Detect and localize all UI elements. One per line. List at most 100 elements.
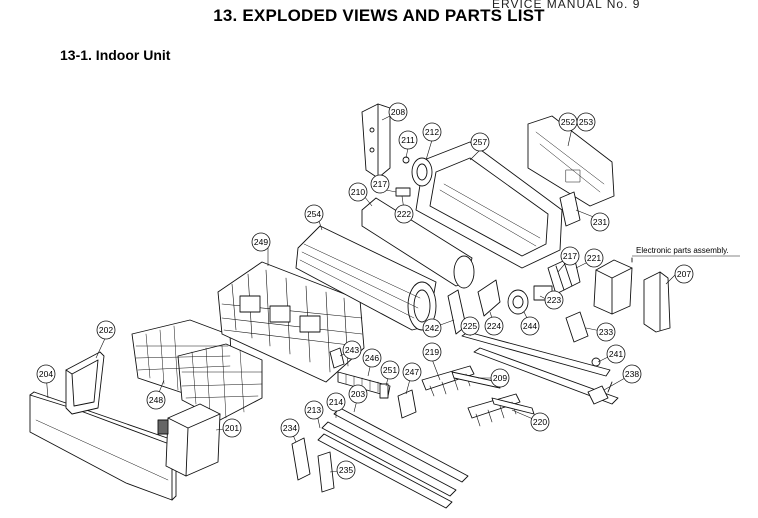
callout-248: 248 (146, 390, 166, 410)
callout-label: 203 (351, 389, 365, 399)
callout-circle (96, 320, 116, 340)
callout-circle (336, 460, 356, 480)
callout-circle (490, 368, 510, 388)
callout-204: 204 (36, 364, 56, 384)
callout-circle (590, 212, 610, 232)
part-link-bar-2 (491, 397, 535, 415)
callout-circle (484, 316, 504, 336)
callout-label: 251 (383, 365, 397, 375)
callout-label: 217 (373, 179, 387, 189)
callout-circle (560, 246, 580, 266)
callout-253: 253 (576, 112, 596, 132)
callout-circle (304, 204, 324, 224)
callout-circle (622, 364, 642, 384)
callout-label: 222 (397, 209, 411, 219)
callout-circle (304, 400, 324, 420)
callout-circle (388, 102, 408, 122)
callout-label: 254 (307, 209, 321, 219)
part-capacitor (565, 311, 589, 343)
part-fan-motor (507, 285, 553, 315)
callout-circle (520, 316, 540, 336)
callout-circle (398, 130, 418, 150)
part-louver-motor (397, 389, 417, 419)
callout-label: 225 (463, 321, 477, 331)
callout-251: 251 (380, 360, 400, 380)
callout-242: 242 (422, 318, 442, 338)
callout-224: 224 (484, 316, 504, 336)
callout-214: 214 (326, 392, 346, 412)
callout-circle (370, 174, 390, 194)
part-remote-holder (291, 437, 311, 481)
callout-202: 202 (96, 320, 116, 340)
callout-223: 223 (544, 290, 564, 310)
callout-220: 220 (530, 412, 550, 432)
callout-label: 223 (547, 295, 561, 305)
callout-label: 241 (609, 349, 623, 359)
callout-247: 247 (402, 362, 422, 382)
callout-label: 242 (425, 323, 439, 333)
callout-225: 225 (460, 316, 480, 336)
part-sensor (587, 385, 609, 405)
callout-label: 233 (599, 327, 613, 337)
callout-circle (402, 362, 422, 382)
callout-circle (362, 348, 382, 368)
callout-222: 222 (394, 204, 414, 224)
callout-label: 209 (493, 373, 507, 383)
callout-208: 208 (388, 102, 408, 122)
callout-circle (280, 418, 300, 438)
part-chassis (415, 141, 563, 269)
callout-circle (606, 344, 626, 364)
callout-207: 207 (674, 264, 694, 284)
section-subtitle: 13-1. Indoor Unit (60, 47, 171, 63)
callout-circle (422, 122, 442, 142)
callout-label: 231 (593, 217, 607, 227)
part-pipe-cover (643, 271, 671, 333)
part-motor-holder (411, 157, 433, 187)
callout-201: 201 (222, 418, 242, 438)
callout-circle (326, 392, 346, 412)
part-clip (395, 187, 411, 197)
callout-label: 234 (283, 423, 297, 433)
part-bracket (361, 103, 391, 179)
callout-249: 249 (251, 232, 271, 252)
callout-231: 231 (590, 212, 610, 232)
part-drain-tubes (461, 331, 619, 405)
callout-241: 241 (606, 344, 626, 364)
callout-circle (530, 412, 550, 432)
callout-label: 253 (579, 117, 593, 127)
callout-circle (342, 340, 362, 360)
callout-label: 252 (561, 117, 575, 127)
callout-label: 212 (425, 127, 439, 137)
callout-217: 217 (370, 174, 390, 194)
callout-label: 235 (339, 465, 353, 475)
callout-circle (394, 204, 414, 224)
callout-circle (422, 342, 442, 362)
callout-circle (460, 316, 480, 336)
callout-213: 213 (304, 400, 324, 420)
callout-244: 244 (520, 316, 540, 336)
callout-label: 202 (99, 325, 113, 335)
callout-238: 238 (622, 364, 642, 384)
callout-203: 203 (348, 384, 368, 404)
callout-circle (422, 318, 442, 338)
part-horizontal-vanes (317, 407, 469, 509)
callout-label: 224 (487, 321, 501, 331)
callout-209: 209 (490, 368, 510, 388)
callout-254: 254 (304, 204, 324, 224)
callout-circle (348, 182, 368, 202)
part-electrical-cover (157, 403, 221, 477)
callout-221: 221 (584, 248, 604, 268)
callout-label: 217 (563, 251, 577, 261)
callout-label: 208 (391, 107, 405, 117)
callout-label: 220 (533, 417, 547, 427)
callout-circle (146, 390, 166, 410)
callout-label: 221 (587, 253, 601, 263)
callout-label: 248 (149, 395, 163, 405)
callout-circle (596, 322, 616, 342)
part-link-bar (451, 371, 501, 389)
part-side-frame (65, 351, 105, 415)
callout-circle (674, 264, 694, 284)
callout-circle (222, 418, 242, 438)
